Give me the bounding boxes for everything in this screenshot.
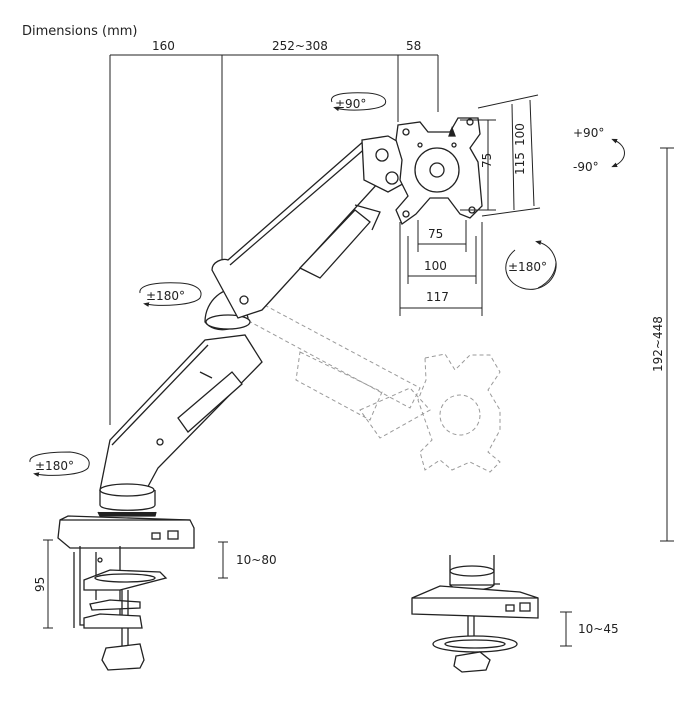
vesa-plate-width: 117 bbox=[426, 290, 449, 304]
dim-head-depth: 58 bbox=[406, 39, 421, 53]
clamp-base bbox=[57, 483, 195, 671]
dim-base-offset: 160 bbox=[152, 39, 175, 53]
clamp-height-dimension bbox=[43, 539, 53, 629]
vesa-dimension-lines bbox=[399, 94, 541, 316]
vesa-outer-height: 100 bbox=[513, 123, 527, 146]
vesa-plate bbox=[395, 117, 483, 225]
clamp-height-label: 95 bbox=[33, 577, 47, 592]
diagram-title: Dimensions (mm) bbox=[22, 24, 137, 39]
tilt-up-label: +90° bbox=[573, 126, 604, 140]
lower-arm bbox=[99, 334, 263, 493]
vesa-outer-width: 100 bbox=[424, 259, 447, 273]
grommet-thickness-label: 10~45 bbox=[578, 622, 619, 636]
head-rotation-arrow bbox=[505, 240, 557, 290]
elbow-rotation-arrow bbox=[139, 282, 202, 307]
tilt-label: ±90° bbox=[335, 97, 366, 111]
grommet-thickness-dimension bbox=[560, 611, 572, 647]
tilt-down-label: -90° bbox=[573, 160, 599, 174]
base-rotation-label: ±180° bbox=[35, 459, 74, 473]
dim-arm-reach: 252~308 bbox=[272, 39, 328, 53]
vesa-inner-height: 75 bbox=[480, 153, 494, 168]
height-range-label: 192~448 bbox=[651, 316, 665, 372]
height-dimension-line bbox=[660, 147, 674, 542]
tilt-rotation-arrow bbox=[330, 92, 387, 112]
ghost-arm-position bbox=[231, 291, 501, 473]
head-rotation-label: ±180° bbox=[508, 260, 547, 274]
clamp-thickness-dimension bbox=[218, 541, 228, 579]
vesa-plate-height: 115 bbox=[513, 152, 527, 175]
top-dimension-lines bbox=[109, 54, 439, 425]
vesa-inner-width: 75 bbox=[428, 227, 443, 241]
upper-arm bbox=[211, 139, 396, 319]
grommet-base bbox=[411, 555, 539, 673]
elbow-rotation-label: ±180° bbox=[146, 289, 185, 303]
clamp-thickness-label: 10~80 bbox=[236, 553, 277, 567]
tilt-up-down-arrow bbox=[611, 138, 625, 168]
base-rotation-arrow bbox=[29, 451, 90, 477]
